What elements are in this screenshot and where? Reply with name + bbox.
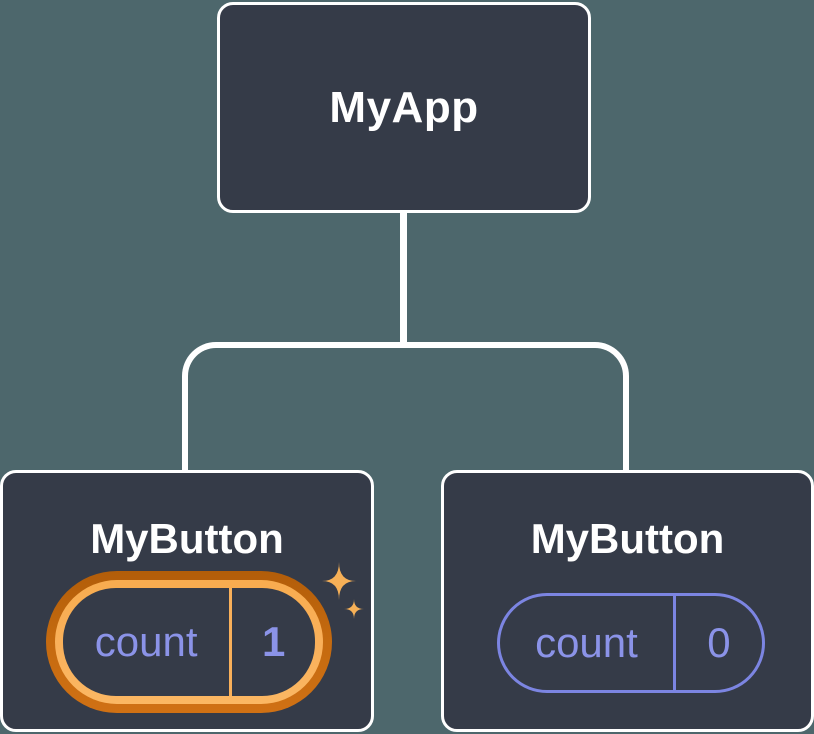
state-pill-right: count 0 xyxy=(497,593,765,693)
sparkles-icon xyxy=(322,562,364,619)
state-pill-left: count 1 xyxy=(63,588,315,696)
node-myapp: MyApp xyxy=(217,2,591,213)
node-mybutton-left-label: MyButton xyxy=(90,515,284,562)
node-mybutton-right: MyButton count 0 xyxy=(441,470,814,732)
state-pill-highlight-ring: count 1 xyxy=(46,571,332,713)
state-pill-divider xyxy=(672,596,676,690)
state-name-label: count xyxy=(94,618,198,665)
connector-branch-bracket xyxy=(182,342,629,470)
state-pill-highlight-band: count 1 xyxy=(55,580,323,704)
state-pill-divider xyxy=(229,588,233,696)
state-value: 0 xyxy=(707,619,731,666)
state-value: 1 xyxy=(261,618,286,665)
node-myapp-label: MyApp xyxy=(329,82,479,132)
node-mybutton-left: MyButton count 1 xyxy=(0,470,374,732)
node-mybutton-right-label: MyButton xyxy=(530,515,725,562)
connector-trunk-line xyxy=(400,211,407,345)
state-name-label: count xyxy=(535,619,638,666)
